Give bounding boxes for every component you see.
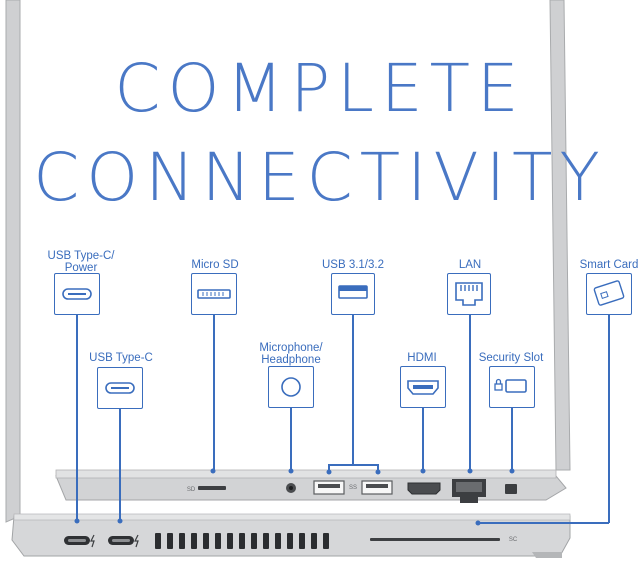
usb3-leader-right [377,464,379,472]
smart-card-icon [593,280,625,306]
lan-leader [469,315,471,471]
smartcard-port-box [586,273,632,315]
audio-label: Microphone/ Headphone [259,342,323,366]
usb-a-port-icon [338,285,368,299]
lock-slot-icon [494,378,527,393]
lan-label: LAN [458,259,482,271]
audio-leader [290,408,292,471]
hdmi-label: HDMI [407,352,437,364]
microsd-leader [213,315,215,471]
usbc-label: USB Type-C [89,352,153,364]
usb-c-port-icon [62,288,92,300]
smartcard-leader-horizontal [478,522,609,524]
headline-line-2: CONNECTIVITY [33,139,607,216]
hdmi-port-box [400,366,446,408]
lan-port-box [447,273,491,315]
ss-mark: SS [348,485,357,491]
usbc-power-port-box [54,273,100,315]
headline-line-1: COMPLETE [114,50,526,127]
usbc-port-box [97,367,143,409]
audio-port-box [268,366,314,408]
usb3-leader-split [328,464,378,466]
hdmi-port-icon [407,380,439,395]
security-port-box [489,366,535,408]
microsd-label: Micro SD [191,259,239,271]
microsd-port-box [191,273,237,315]
usb3-leader [352,315,354,465]
micro-sd-slot-icon [197,289,231,299]
smartcard-label: Smart Card [579,259,639,271]
audio-jack-icon [281,377,301,397]
ethernet-port-icon [455,282,483,306]
sc-mark: SC [508,537,518,543]
usb3-leader-left [328,464,330,472]
smartcard-leader [608,315,610,523]
usb-c-port-icon [105,382,135,394]
sd-mark: SD [186,487,196,493]
usbc-leader [119,409,121,519]
usb3-label: USB 3.1/3.2 [321,259,384,271]
hdmi-leader [422,408,424,471]
usbc-power-leader [76,315,78,519]
usbc-power-label: USB Type-C/ Power [47,250,115,274]
security-leader [511,408,513,471]
security-label: Security Slot [478,352,544,364]
usb3-port-box [331,273,375,315]
